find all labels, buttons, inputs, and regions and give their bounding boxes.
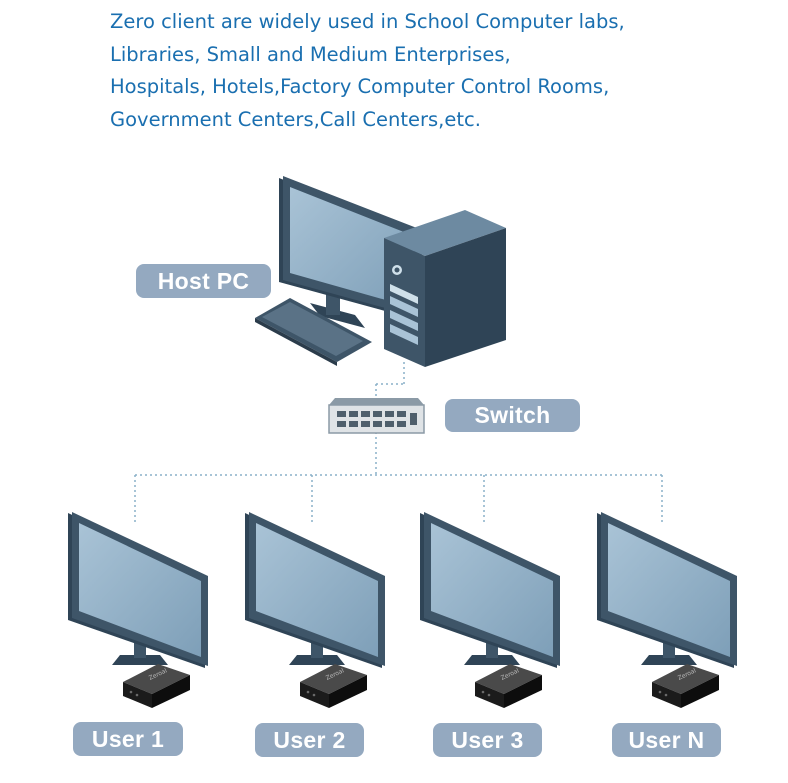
- user-label-1: User 1: [73, 722, 183, 756]
- intro-line-3: Hospitals, Hotels,Factory Computer Contr…: [110, 75, 610, 98]
- user-label-2: User 2: [255, 723, 364, 757]
- user-monitor-2: [245, 512, 385, 668]
- user-station-4: [597, 512, 737, 708]
- intro-line-4: Government Centers,Call Centers,etc.: [110, 107, 481, 131]
- intro-line-1: Zero client are widely used in School Co…: [110, 10, 625, 33]
- host-tower: [384, 210, 506, 367]
- switch-label: Switch: [445, 399, 580, 432]
- host-pc-label: Host PC: [136, 264, 271, 298]
- user-station-2: [245, 512, 385, 708]
- user-station-3: [420, 512, 560, 708]
- user-monitor-3: [420, 512, 560, 668]
- user-station-1: [68, 512, 208, 708]
- user-label-n: User N: [612, 723, 721, 757]
- user-monitor-4: [597, 512, 737, 668]
- user-monitor-1: [68, 512, 208, 668]
- user-label-3: User 3: [433, 723, 542, 757]
- connector-lines: [134, 362, 663, 524]
- keyboard: [255, 298, 372, 366]
- network-switch: [328, 398, 425, 434]
- intro-line-2: Libraries, Small and Medium Enterprises,: [110, 42, 511, 66]
- intro-text: Zero client are widely used in School Co…: [110, 6, 770, 136]
